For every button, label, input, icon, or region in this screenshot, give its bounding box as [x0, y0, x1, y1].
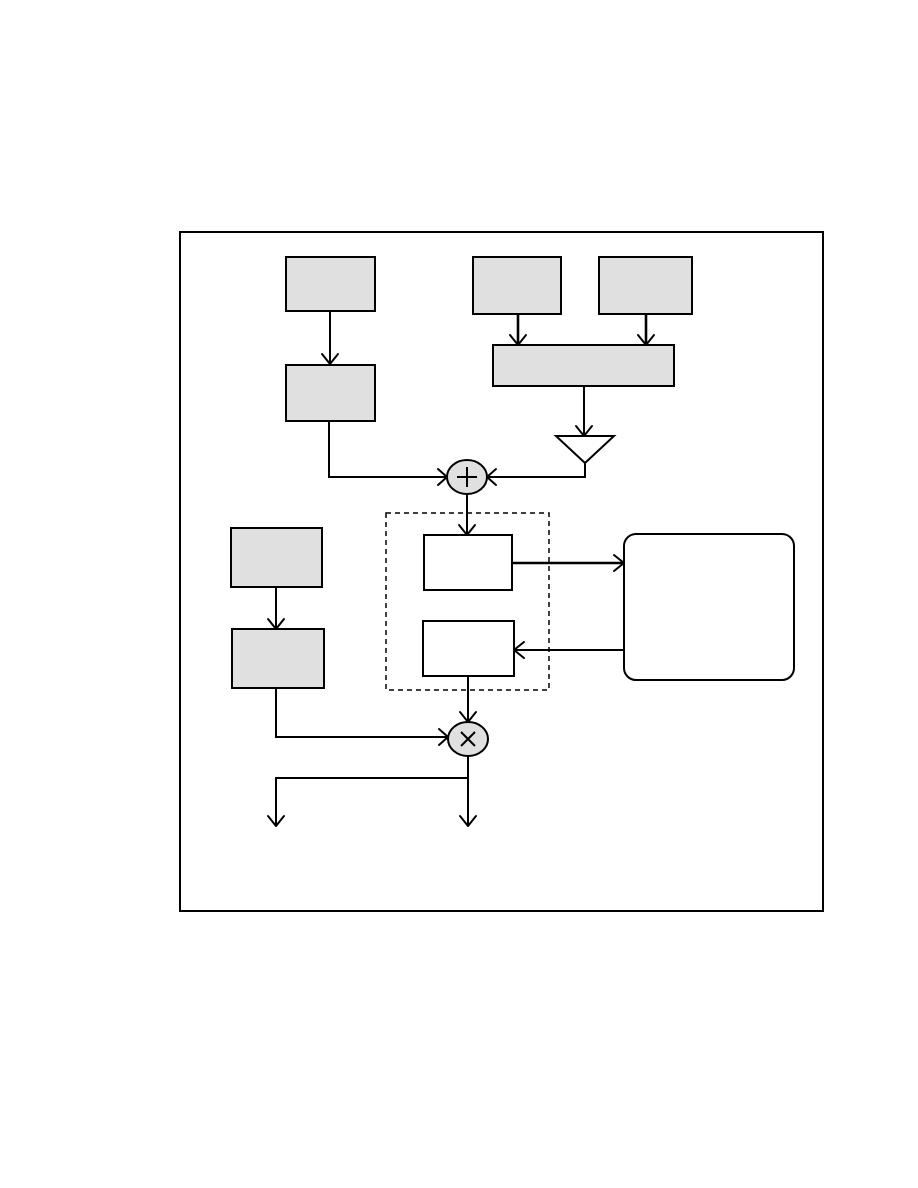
- rounded-right-block: [623, 533, 795, 681]
- arrow-rounded-to-lower-block: [513, 641, 624, 659]
- wide-combiner-block: [492, 344, 675, 387]
- second-left-block: [285, 364, 376, 422]
- arrow-top-middle-to-wide: [509, 314, 527, 346]
- arrow-lower-block-to-multiplier: [459, 676, 477, 723]
- lower-left-top-block: [230, 527, 323, 588]
- arrow-lower-left-to-multiplier: [275, 688, 449, 746]
- arrow-sum-to-upper-block: [458, 494, 476, 536]
- diagram-frame: [179, 231, 824, 912]
- multiplier-junction: [447, 721, 489, 757]
- dashed-group-upper-block: [423, 534, 513, 591]
- arrow-multiplier-output-right: [459, 756, 477, 827]
- arrow-amplifier-to-sum: [486, 463, 586, 486]
- lower-left-bottom-block: [231, 628, 325, 689]
- arrow-lower-left-top-to-bottom: [267, 587, 285, 630]
- top-right-block: [598, 256, 693, 315]
- dashed-group-lower-block: [422, 620, 515, 677]
- arrow-upper-block-to-rounded: [512, 554, 625, 572]
- arrow-second-left-to-sum: [328, 421, 448, 486]
- arrow-top-left-to-second-left: [321, 311, 339, 365]
- arrow-wide-to-amplifier: [575, 386, 593, 437]
- amplifier-triangle: [553, 435, 617, 465]
- summing-junction: [446, 459, 488, 495]
- arrow-multiplier-output-left: [267, 777, 468, 827]
- top-middle-block: [472, 256, 562, 315]
- arrow-top-right-to-wide: [637, 314, 655, 346]
- top-left-block: [285, 256, 376, 312]
